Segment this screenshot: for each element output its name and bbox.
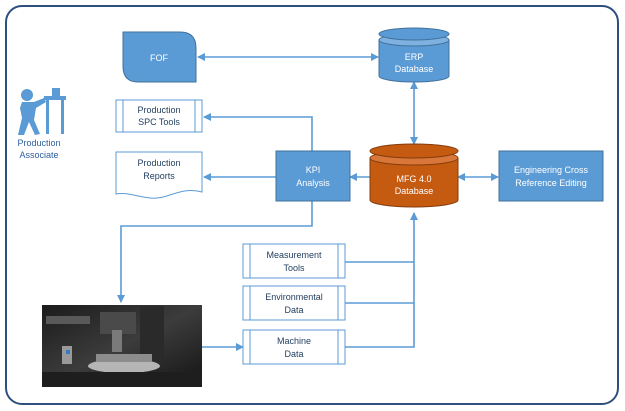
spc-tools-node: Production SPC Tools [115, 99, 203, 133]
erp-label-1: ERP [405, 52, 424, 62]
kpi-analysis-node: KPI Analysis [275, 150, 351, 202]
reports-node: Production Reports [115, 151, 203, 199]
associate-label-2: Associate [19, 150, 58, 160]
env-label-1: Environmental [265, 292, 323, 302]
mfg-database: MFG 4.0 Database [369, 143, 459, 208]
eng-label-1: Engineering Cross [514, 165, 589, 175]
engineering-node: Engineering Cross Reference Editing [498, 150, 604, 202]
person-at-machine-icon [18, 88, 66, 135]
machine-data-node: Machine Data [242, 329, 346, 365]
machine-label-1: Machine [277, 336, 311, 346]
reports-label-1: Production [137, 158, 180, 168]
fof-label: FOF [150, 53, 168, 63]
measure-label-1: Measurement [266, 250, 322, 260]
arrow-data-bus-mfg [345, 212, 418, 348]
arrow-kpi-spc [203, 113, 313, 151]
mfg-label-1: MFG 4.0 [396, 174, 431, 184]
env-label-2: Data [284, 305, 303, 315]
associate-label-1: Production [17, 138, 60, 148]
cnc-machine-photo [42, 305, 202, 387]
measurement-tools-node: Measurement Tools [242, 243, 346, 279]
arrow-kpi-machine [117, 201, 313, 303]
reports-label-2: Reports [143, 171, 175, 181]
spc-label-1: Production [137, 105, 180, 115]
measure-label-2: Tools [283, 263, 305, 273]
kpi-label-1: KPI [306, 165, 321, 175]
fof-node: FOF [122, 31, 197, 83]
eng-label-2: Reference Editing [515, 178, 587, 188]
connectors [117, 53, 499, 351]
spc-label-2: SPC Tools [138, 117, 180, 127]
machine-label-2: Data [284, 349, 303, 359]
erp-database: ERP Database [378, 27, 450, 83]
environmental-data-node: Environmental Data [242, 285, 346, 321]
kpi-label-2: Analysis [296, 178, 330, 188]
mfg-label-2: Database [395, 186, 434, 196]
erp-label-2: Database [395, 64, 434, 74]
